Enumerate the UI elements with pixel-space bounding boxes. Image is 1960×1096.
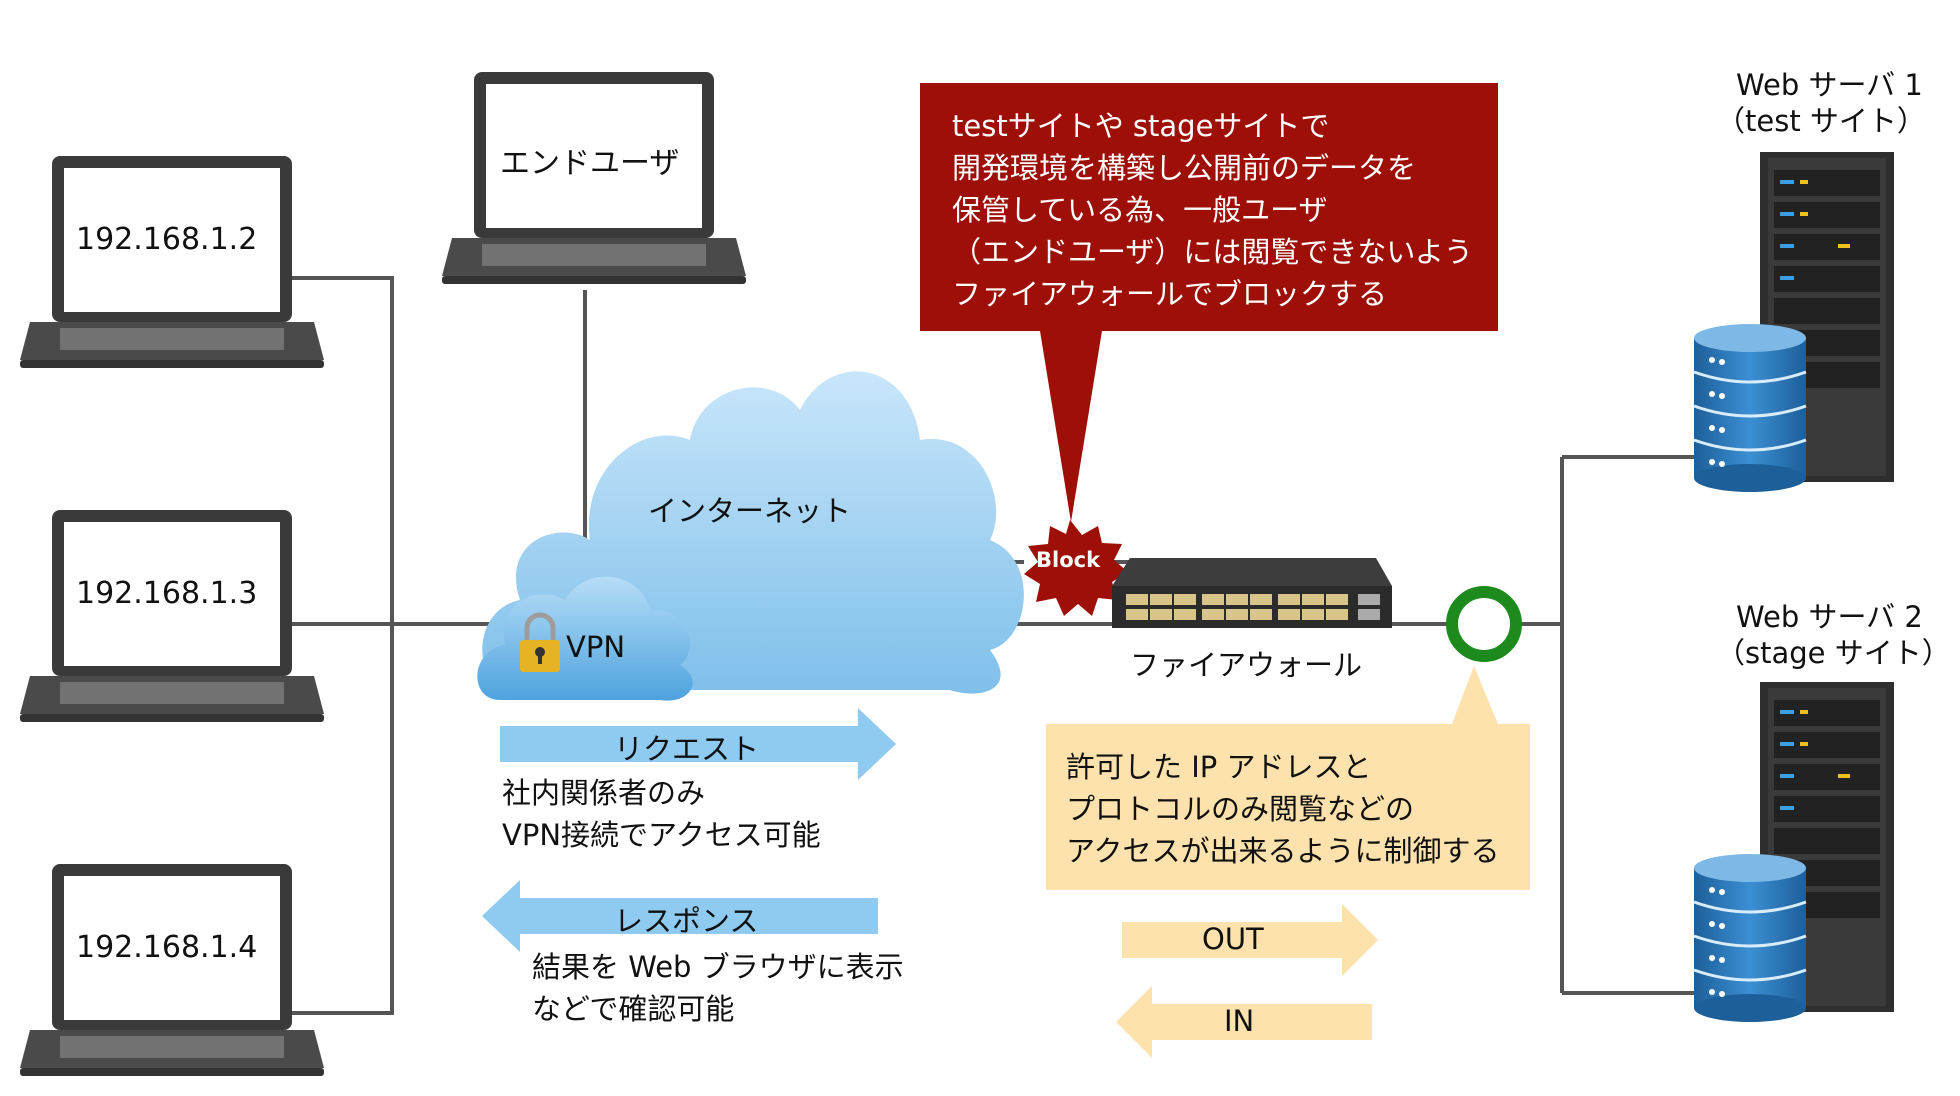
response-description: 結果を Web ブラウザに表示 などで確認可能: [532, 946, 904, 1030]
switch-ports: [1126, 594, 1380, 620]
red-callout: testサイトや stageサイトで 開発環境を構築し公開前のデータを 保管して…: [920, 83, 1498, 331]
vpn-label: VPN: [566, 630, 626, 664]
red-callout-line: testサイトや stageサイトで: [952, 109, 1330, 143]
yellow-callout-line: アクセスが出来るように制御する: [1066, 834, 1500, 868]
in-arrow: [1116, 986, 1372, 1058]
in-label: IN: [1224, 1004, 1255, 1038]
yellow-callout-line: プロトコルのみ閲覧などの: [1066, 792, 1415, 826]
yellow-callout-pointer: [1452, 666, 1498, 724]
request-label: リクエスト: [614, 732, 760, 766]
link-laptop-4: [292, 624, 394, 1015]
allowed-circle-icon: [1446, 586, 1522, 662]
response-arrow: [482, 880, 878, 952]
server-2-title: Web サーバ 2: [1736, 600, 1923, 634]
laptop-label-2: 192.168.1.3: [76, 576, 258, 611]
server-1-title: Web サーバ 1: [1736, 68, 1923, 102]
response-desc-line: 結果を Web ブラウザに表示: [532, 950, 904, 984]
server-rack-1: [1760, 152, 1894, 482]
red-callout-pointer: [1040, 331, 1102, 522]
request-arrow: [500, 708, 896, 780]
yellow-callout-line: 許可した IP アドレスと: [1066, 750, 1372, 784]
internet-label: インターネット: [648, 494, 852, 528]
response-desc-line: などで確認可能: [532, 992, 735, 1026]
firewall-switch: [1112, 558, 1392, 628]
request-description: 社内関係者のみ VPN接続でアクセス可能: [502, 772, 821, 856]
request-desc-line: VPN接続でアクセス可能: [502, 818, 821, 852]
red-callout-line: 開発環境を構築し公開前のデータを: [952, 151, 1417, 185]
link-laptop-2: [292, 276, 394, 624]
database-icon-2: [1693, 854, 1807, 1022]
server-1-subtitle: （test サイト）: [1716, 104, 1926, 138]
server-2-subtitle: （stage サイト）: [1716, 636, 1951, 670]
red-callout-line: ファイアウォールでブロックする: [952, 277, 1388, 311]
red-callout-line: 保管している為、一般ユーザ: [952, 193, 1328, 227]
database-icon-1: [1693, 324, 1807, 492]
laptop-label-1: 192.168.1.2: [76, 222, 258, 257]
padlock-icon: [520, 612, 560, 672]
keyboard-keys: [60, 244, 706, 1058]
red-callout-line: （エンドユーザ）には閲覧できないよう: [952, 235, 1473, 269]
laptop-label-end-user: エンドユーザ: [500, 146, 680, 181]
yellow-callout: 許可した IP アドレスと プロトコルのみ閲覧などの アクセスが出来るように制御…: [1046, 724, 1530, 890]
firewall-label: ファイアウォール: [1130, 648, 1363, 682]
block-badge: [1024, 520, 1128, 616]
request-desc-line: 社内関係者のみ: [502, 776, 706, 810]
laptop-label-3: 192.168.1.4: [76, 930, 258, 965]
out-label: OUT: [1202, 922, 1264, 956]
block-label: Block: [1036, 548, 1101, 572]
response-label: レスポンス: [614, 904, 759, 938]
out-arrow: [1122, 904, 1378, 976]
